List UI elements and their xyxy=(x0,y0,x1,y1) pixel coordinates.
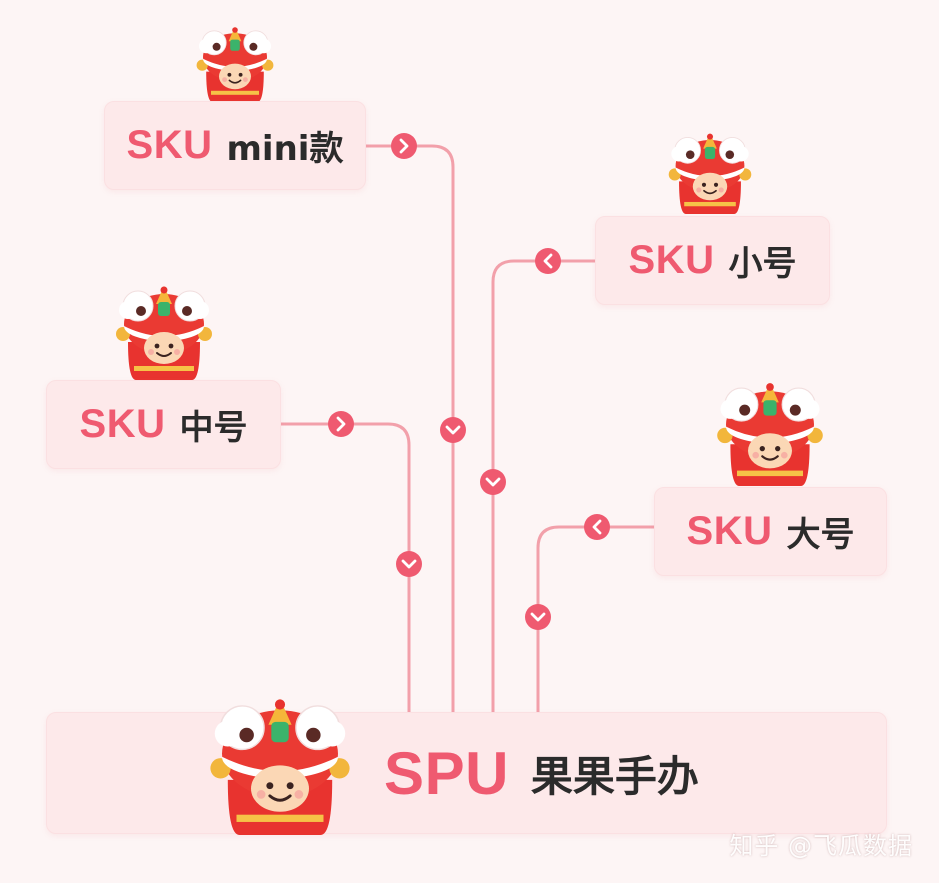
lion-dance-mascot-icon xyxy=(667,132,753,214)
sku-tag: SKU xyxy=(126,123,213,167)
sku-tag: SKU xyxy=(79,402,166,446)
lion-dance-mascot-icon xyxy=(715,381,825,486)
chevron-down-icon xyxy=(438,415,468,445)
sku-name: 大号 xyxy=(786,515,855,555)
chevron-down-icon xyxy=(394,549,424,579)
spu-tag: SPU xyxy=(384,739,509,807)
watermark: 知乎 @飞瓜数据 xyxy=(729,832,913,860)
chevron-right-icon xyxy=(389,131,419,161)
sku-tag: SKU xyxy=(686,509,773,553)
chevron-right-icon xyxy=(326,409,356,439)
sku-card-large[interactable]: SKU 大号 xyxy=(654,487,887,576)
spu-name: 果果手办 xyxy=(530,751,699,801)
chevron-down-icon xyxy=(478,467,508,497)
lion-dance-mascot-icon xyxy=(114,284,214,380)
chevron-left-icon xyxy=(533,246,563,276)
sku-card-medium[interactable]: SKU 中号 xyxy=(46,380,281,469)
sku-name: 小号 xyxy=(728,244,797,284)
sku-card-mini[interactable]: SKU mini款 xyxy=(104,101,366,190)
sku-name: 中号 xyxy=(179,408,248,448)
spu-card[interactable]: SPU 果果手办 xyxy=(46,712,887,834)
chevron-down-icon xyxy=(523,602,553,632)
lion-dance-mascot-icon xyxy=(195,25,275,102)
lion-dance-mascot-icon xyxy=(208,697,352,835)
sku-card-small[interactable]: SKU 小号 xyxy=(595,216,830,305)
sku-name: mini款 xyxy=(226,129,344,169)
sku-tag: SKU xyxy=(628,238,715,282)
chevron-left-icon xyxy=(582,512,612,542)
